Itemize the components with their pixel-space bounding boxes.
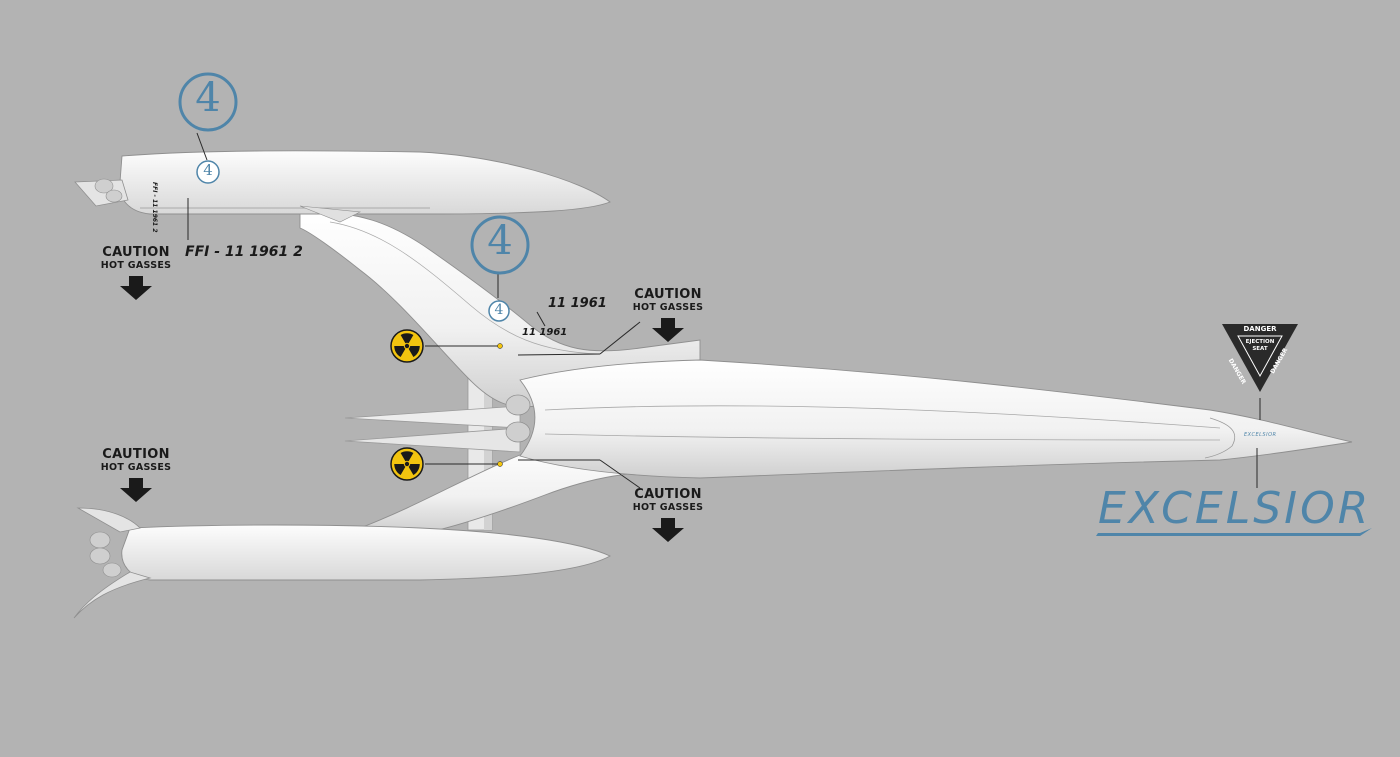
caution-title: CAUTION (634, 287, 702, 302)
danger-triangle-icon (1222, 324, 1298, 392)
top-pod-nozzles (94, 178, 123, 203)
caution-subtitle: HOT GASSES (100, 462, 172, 473)
radiation-dot (497, 461, 503, 467)
arrow-down-icon (120, 276, 152, 300)
brand-small-decal: EXCELSIOR (1244, 432, 1277, 438)
emblem-small-arm (488, 300, 510, 322)
emblem-four-large-arm: 4 (487, 218, 513, 264)
caution-arm-lower: CAUTION HOT GASSES (628, 488, 708, 513)
caution-subtitle: HOT GASSES (632, 502, 704, 513)
ejection-seat-label: EJECTION SEAT (1240, 339, 1280, 352)
bottom-pod-fin-lower (73, 571, 152, 619)
radiation-dot (497, 343, 503, 349)
arm-registry-small: 11 1961 (522, 327, 568, 338)
spike-lower (344, 427, 521, 453)
arrow-down-icon (120, 478, 152, 502)
bottom-pod-fin-upper (76, 507, 141, 533)
caution-arm-upper: CAUTION HOT GASSES (628, 288, 708, 313)
caution-title: CAUTION (634, 487, 702, 502)
emblem-four-large-top: 4 (195, 75, 221, 121)
emblem-large-arm (470, 215, 530, 275)
emblem-small-top (196, 160, 220, 184)
arrow-down-icon (652, 318, 684, 342)
radiation-icon (390, 447, 424, 481)
caution-top-left: CAUTION HOT GASSES (96, 246, 176, 271)
emblem-four-small-top: 4 (203, 161, 213, 179)
brand-underline (1096, 528, 1372, 536)
emblem-large-top (178, 72, 238, 132)
top-pod-registry: FFI - 11 1961 2 (185, 244, 303, 260)
radiation-icon (390, 329, 424, 363)
arm-registry-large: 11 1961 (548, 296, 607, 311)
seat-label: SEAT (1252, 345, 1268, 352)
bottom-pod-nozzles (89, 531, 122, 578)
caution-subtitle: HOT GASSES (100, 260, 172, 271)
arrow-down-icon (652, 518, 684, 542)
center-engines (505, 394, 531, 443)
pod-registry-vertical: FFI - 11 1961 2 (151, 182, 158, 233)
danger-label-top: DANGER (1243, 325, 1277, 333)
bottom-pod (121, 524, 611, 581)
ejection-label: EJECTION (1245, 339, 1275, 345)
brand-wordmark: EXCELSIOR (1098, 483, 1372, 534)
top-pod (119, 150, 611, 215)
spike-upper (344, 405, 521, 429)
leader-lines (187, 132, 1261, 489)
emblem-four-small-arm: 4 (494, 302, 504, 318)
caution-subtitle: HOT GASSES (632, 302, 704, 313)
main-fuselage (519, 359, 1353, 479)
caution-title: CAUTION (102, 447, 170, 462)
caution-bottom-left: CAUTION HOT GASSES (96, 448, 176, 473)
caution-title: CAUTION (102, 245, 170, 260)
